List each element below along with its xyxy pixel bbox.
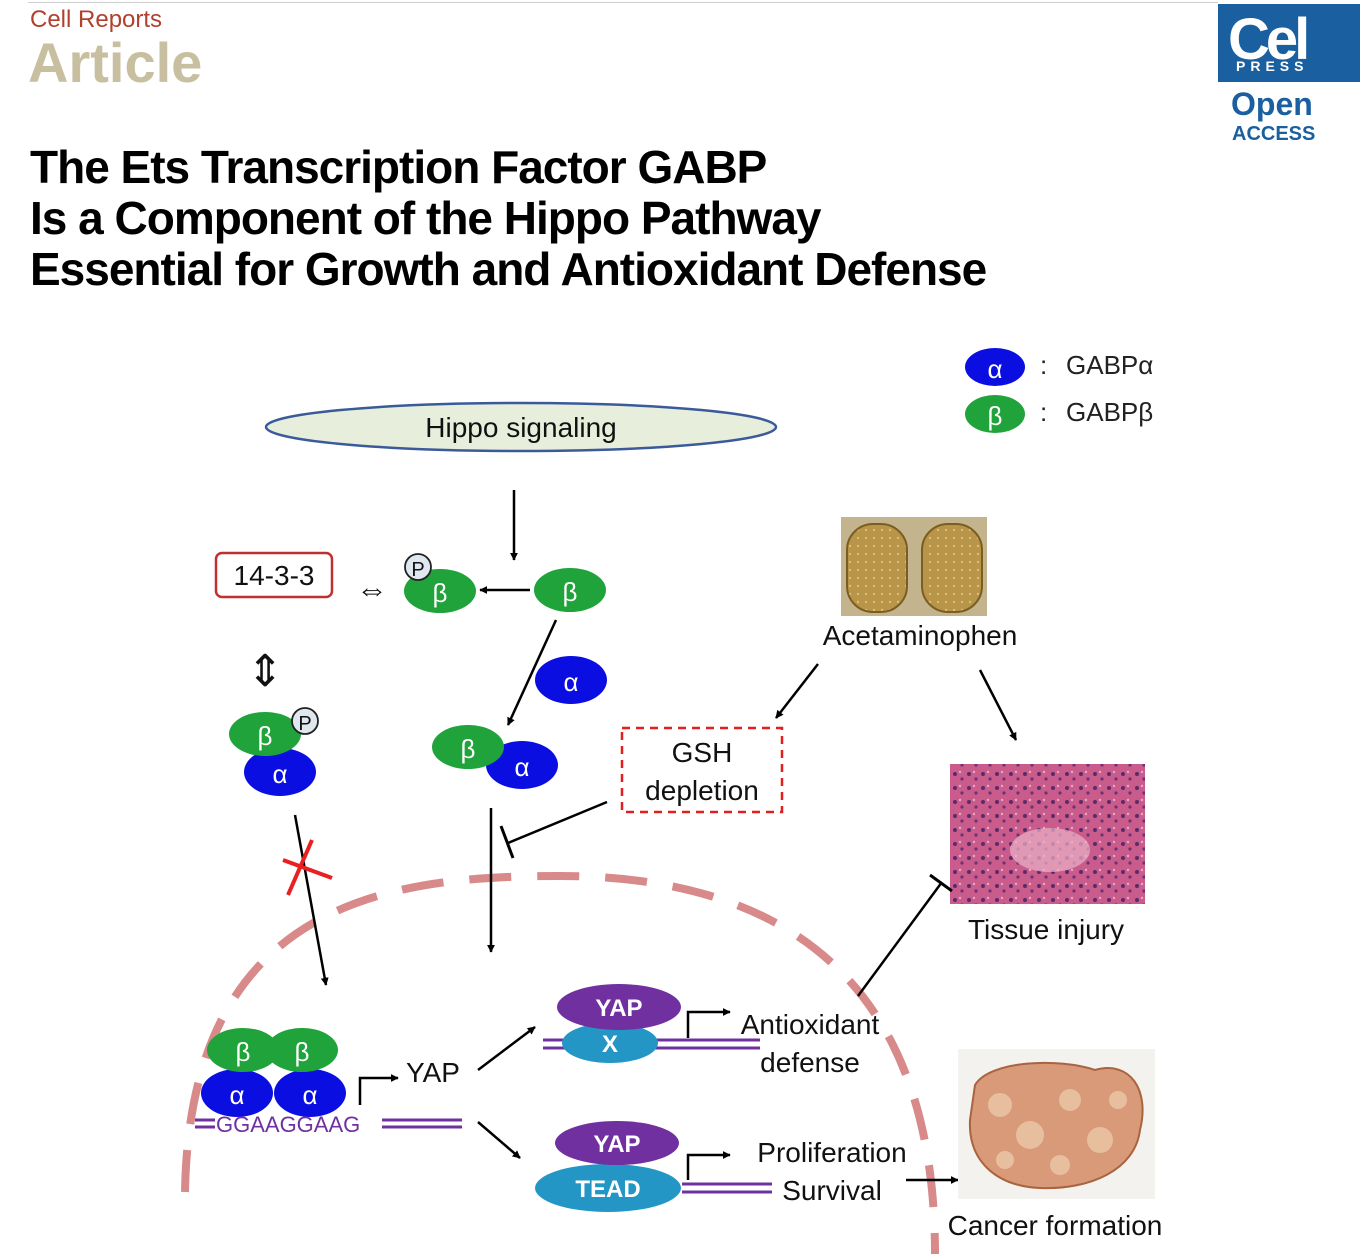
alpha-nuc-2: [274, 1069, 346, 1117]
journal-name: Cell Reports: [30, 6, 163, 33]
antioxidant-line1: Antioxidant: [741, 1009, 880, 1040]
antioxidant-inhibition-line: [856, 881, 944, 997]
beta-left-complex: [229, 712, 301, 756]
nucleus-membrane: [181, 871, 939, 1254]
yap-tead-complex: [555, 1121, 679, 1165]
legend-beta-sep: :: [1040, 397, 1047, 427]
beta-free-label: β: [563, 577, 578, 607]
box-14-3-3: [214, 551, 334, 599]
logo-sub: PRESS: [1236, 58, 1309, 74]
alpha-free-label: α: [563, 667, 578, 697]
legend-alpha-sep: :: [1040, 350, 1047, 380]
alpha-mid-complex: [486, 741, 558, 789]
block-x-icon-2: [286, 839, 314, 896]
dna-motif: GGAAGGAAG: [216, 1112, 360, 1137]
phospho-top-icon: [404, 553, 432, 581]
legend: α : GABPα β : GABPβ: [965, 348, 1153, 433]
beta-mid-label: β: [461, 734, 476, 764]
alpha-mid-label: α: [514, 752, 529, 782]
tead-factor: [535, 1164, 681, 1212]
beta-free: [534, 568, 606, 612]
beta-left-label: β: [258, 721, 273, 751]
label-14-3-3: 14-3-3: [234, 560, 315, 591]
x-factor: [562, 1023, 658, 1063]
yap-to-x-arrow: [477, 1026, 536, 1071]
article-type: Article: [28, 31, 203, 94]
legend-alpha-shape: [965, 348, 1025, 386]
double-arrow-horizontal-icon: ⇔: [356, 571, 388, 607]
yap-tead-label: YAP: [593, 1131, 640, 1158]
alpha-left-complex: [244, 748, 316, 796]
beta-nuc-2: [266, 1028, 338, 1072]
yap-transcription-arrow: [358, 1074, 399, 1105]
article-title: The Ets Transcription Factor GABP Is a C…: [30, 141, 987, 295]
title-line-2: Is a Component of the Hippo Pathway: [30, 192, 821, 244]
yap-to-tead-arrow: [477, 1121, 521, 1159]
acetaminophen-photo: [841, 517, 987, 616]
proliferation-label: Proliferation: [757, 1137, 906, 1168]
legend-alpha-symbol: α: [987, 354, 1002, 384]
beta-nuc-1: [207, 1028, 279, 1072]
alpha-nuc-2-label: α: [302, 1080, 317, 1110]
antioxidant-transcription-arrow: [686, 1008, 731, 1038]
dimerization-arrow: [506, 619, 558, 726]
tissue-lesion: [1010, 828, 1090, 872]
alpha-left-label: α: [272, 759, 287, 789]
cancer-formation-label: Cancer formation: [948, 1210, 1163, 1241]
blocked-nuclear-entry-arrow: [293, 814, 329, 986]
gsh-line2: depletion: [645, 775, 759, 806]
gsh-inhibition-bar: [499, 825, 515, 859]
alpha-free: [535, 656, 607, 704]
tead-label: TEAD: [575, 1176, 640, 1203]
tissue-injury-label: Tissue injury: [968, 914, 1124, 945]
x-label: X: [602, 1031, 618, 1058]
phospho-left-label: P: [298, 713, 311, 735]
beta-nuc-2-label: β: [295, 1037, 310, 1067]
legend-beta-symbol: β: [988, 401, 1003, 431]
yap-x-complex: [557, 984, 681, 1030]
hippo-signaling-label: Hippo signaling: [425, 412, 616, 443]
beta-nuc-1-label: β: [236, 1037, 251, 1067]
hippo-signaling-ellipse: [264, 401, 778, 453]
acetaminophen-label: Acetaminophen: [823, 620, 1018, 651]
survival-label: Survival: [782, 1175, 882, 1206]
yap-target-label: YAP: [406, 1057, 460, 1088]
legend-alpha-label: GABPα: [1066, 350, 1153, 380]
gsh-depletion-box: [620, 726, 784, 814]
block-x-icon: [282, 858, 333, 880]
legend-beta-label: GABPβ: [1066, 397, 1153, 427]
open-label: Open: [1231, 86, 1313, 122]
legend-beta-shape: [965, 395, 1025, 433]
phospho-top-label: P: [411, 559, 424, 581]
access-label: ACCESS: [1232, 123, 1316, 145]
antioxidant-inhibition-bar: [929, 873, 953, 893]
title-line-1: The Ets Transcription Factor GABP: [30, 141, 767, 193]
double-arrow-vertical-icon: ⇕: [247, 647, 284, 696]
header-rule: [28, 2, 1218, 3]
beta-mid-complex: [432, 725, 504, 769]
cancer-liver-image: [958, 1049, 1155, 1199]
title-line-3: Essential for Growth and Antioxidant Def…: [30, 243, 987, 295]
gsh-line1: GSH: [672, 737, 733, 768]
logo-word: Cel: [1228, 7, 1310, 72]
antioxidant-line2: defense: [760, 1047, 860, 1078]
proliferation-transcription-arrow: [686, 1151, 731, 1180]
acetaminophen-to-injury-arrow: [978, 669, 1018, 741]
gsh-inhibition-line: [507, 800, 608, 845]
beta-phospho-top-label: β: [433, 578, 448, 608]
alpha-nuc-1-label: α: [229, 1080, 244, 1110]
acetaminophen-to-gsh-arrow: [775, 663, 819, 719]
yap-x-label: YAP: [595, 995, 642, 1022]
phospho-left-icon: [291, 707, 319, 735]
alpha-nuc-1: [201, 1069, 273, 1117]
cell-press-logo[interactable]: Cel PRESS: [1218, 4, 1360, 82]
